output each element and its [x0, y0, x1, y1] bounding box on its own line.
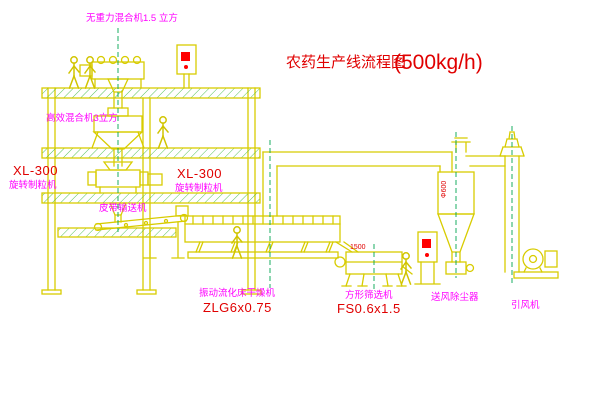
- person-figure: [157, 116, 169, 149]
- belt-conveyor: [93, 213, 189, 259]
- centerlines: [117, 28, 513, 292]
- label-granulator-left-model: XL-300: [13, 163, 58, 178]
- label-belt-conveyor: 皮带输送机: [99, 202, 147, 214]
- person-figure: [84, 56, 96, 89]
- building-frame: [41, 87, 262, 295]
- label-granulator-left-name: 旋转制粒机: [9, 179, 57, 191]
- label-dryer-model: ZLG6x0.75: [203, 300, 272, 315]
- label-top-mixer: 无重力混合机1.5 立方: [86, 12, 178, 24]
- dim-sieve-width: 1500: [350, 244, 366, 251]
- person-figure: [68, 56, 80, 89]
- fluid-bed-dryer: [175, 205, 359, 259]
- exhaust-duct: [262, 151, 506, 217]
- induced-draft-fan: [513, 248, 559, 279]
- label-granulator-center-model: XL-300: [177, 166, 222, 181]
- rotary-granulator: [87, 161, 163, 223]
- label-cone-mixer: 高效混合机3立方: [46, 112, 118, 124]
- label-granulator-center-name: 旋转制粒机: [175, 182, 223, 194]
- label-sieve-model: FS0.6x1.5: [337, 301, 401, 316]
- label-dust-collector: 送风除尘器: [431, 291, 479, 303]
- dim-cyclone-diameter: Φ600: [441, 181, 448, 198]
- label-dryer-name: 振动流化床干燥机: [199, 287, 276, 299]
- capacity-label: (500kg/h): [394, 51, 483, 74]
- dust-collector-unit: [414, 231, 441, 285]
- label-sieve-name: 方形筛选机: [345, 289, 393, 301]
- label-fan: 引风机: [511, 299, 540, 311]
- page-title: 农药生产线流程图: [286, 54, 406, 71]
- control-panel-top: [176, 44, 197, 89]
